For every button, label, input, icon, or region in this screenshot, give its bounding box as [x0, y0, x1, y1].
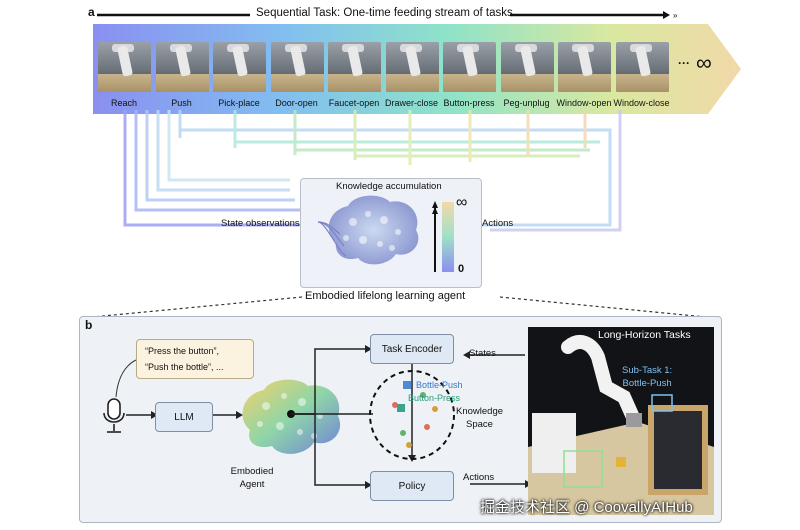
task-label: Pick-place — [218, 98, 260, 108]
subtask-line-1: Sub-Task 1: — [622, 365, 673, 376]
agent-label: Embodied lifelong learning agent — [305, 290, 466, 302]
embodied-agent-label: Embodied Agent — [222, 465, 282, 491]
knowledge-accumulation-title: Knowledge accumulation — [336, 181, 442, 192]
llm-box: LLM — [155, 402, 213, 432]
knowledge-space-label: Knowledge Space — [456, 405, 503, 431]
subtask-line-2: Bottle-Push — [622, 378, 672, 389]
reach-thumbnail — [98, 42, 151, 92]
actions-label-b: Actions — [463, 472, 495, 483]
knowledge-scale-bar — [432, 201, 454, 272]
window-close-thumbnail — [615, 42, 669, 92]
sequence-title: Sequential Task: One-time feeding stream… — [256, 7, 513, 19]
policy-box: Policy — [370, 471, 454, 501]
drawer-close-thumbnail — [385, 42, 439, 92]
scale-infinity: ∞ — [456, 194, 468, 211]
instruction-quote-box: “Press the button”, “Push the bottle”, .… — [136, 339, 254, 379]
ellipsis: ··· — [678, 56, 690, 70]
subtask-label: Sub-Task 1: Bottle-Push — [622, 364, 672, 390]
task-label: Drawer-close — [384, 98, 439, 108]
infinity-symbol: ∞ — [696, 50, 712, 75]
states-label: States — [469, 348, 496, 359]
svg-text:»: » — [673, 11, 678, 20]
task-label: Window-close — [613, 98, 670, 108]
scale-zero: 0 — [458, 263, 465, 275]
task-label: Reach — [110, 98, 138, 108]
task-encoder-box: Task Encoder — [370, 334, 454, 364]
task-label: Door-open — [275, 98, 318, 108]
instruction-line-1: “Press the button”, — [145, 346, 220, 356]
long-horizon-photo — [528, 327, 714, 515]
long-horizon-title: Long-Horizon Tasks — [598, 329, 691, 341]
robot-scene-illustration — [528, 327, 714, 515]
task-label: Faucet-open — [328, 98, 380, 108]
faucet-open-thumbnail — [328, 42, 381, 92]
state-observations-label: State observations — [221, 218, 300, 229]
microphone-icon — [103, 359, 243, 433]
feedback-streams — [123, 110, 622, 232]
button-press-label: Button-Press — [408, 393, 461, 403]
door-open-thumbnail — [270, 42, 324, 92]
sequence-title-arrow: » — [97, 11, 678, 20]
embodied-agent-line-2: Agent — [239, 479, 265, 490]
panel-b-letter: b — [85, 318, 93, 332]
actions-label-a: Actions — [482, 218, 514, 229]
knowledge-space-line-1: Knowledge — [456, 406, 504, 417]
watermark: 掘金技术社区 @ CoovallyAIHub — [480, 499, 693, 516]
task-label: Window-open — [556, 98, 612, 108]
brain-illustration-a — [318, 195, 419, 265]
task-label: Button-press — [443, 98, 495, 108]
instruction-line-2: “Push the bottle”, ... — [145, 362, 224, 372]
zoom-lines — [81, 296, 717, 319]
bottle-push-label: Bottle-Push — [416, 380, 463, 390]
window-open-thumbnail — [558, 42, 611, 92]
task-label: Push — [171, 98, 192, 108]
pick-place-thumbnail — [213, 42, 266, 92]
button-press-thumbnail — [443, 42, 496, 92]
knowledge-space-line-2: Space — [466, 419, 493, 430]
peg-unplug-thumbnail — [500, 42, 554, 92]
panel-b-connectors — [291, 345, 532, 489]
embodied-agent-line-1: Embodied — [230, 466, 274, 477]
task-label: Peg-unplug — [503, 98, 550, 108]
panel-a-letter: a — [88, 5, 95, 19]
push-thumbnail — [155, 42, 209, 92]
